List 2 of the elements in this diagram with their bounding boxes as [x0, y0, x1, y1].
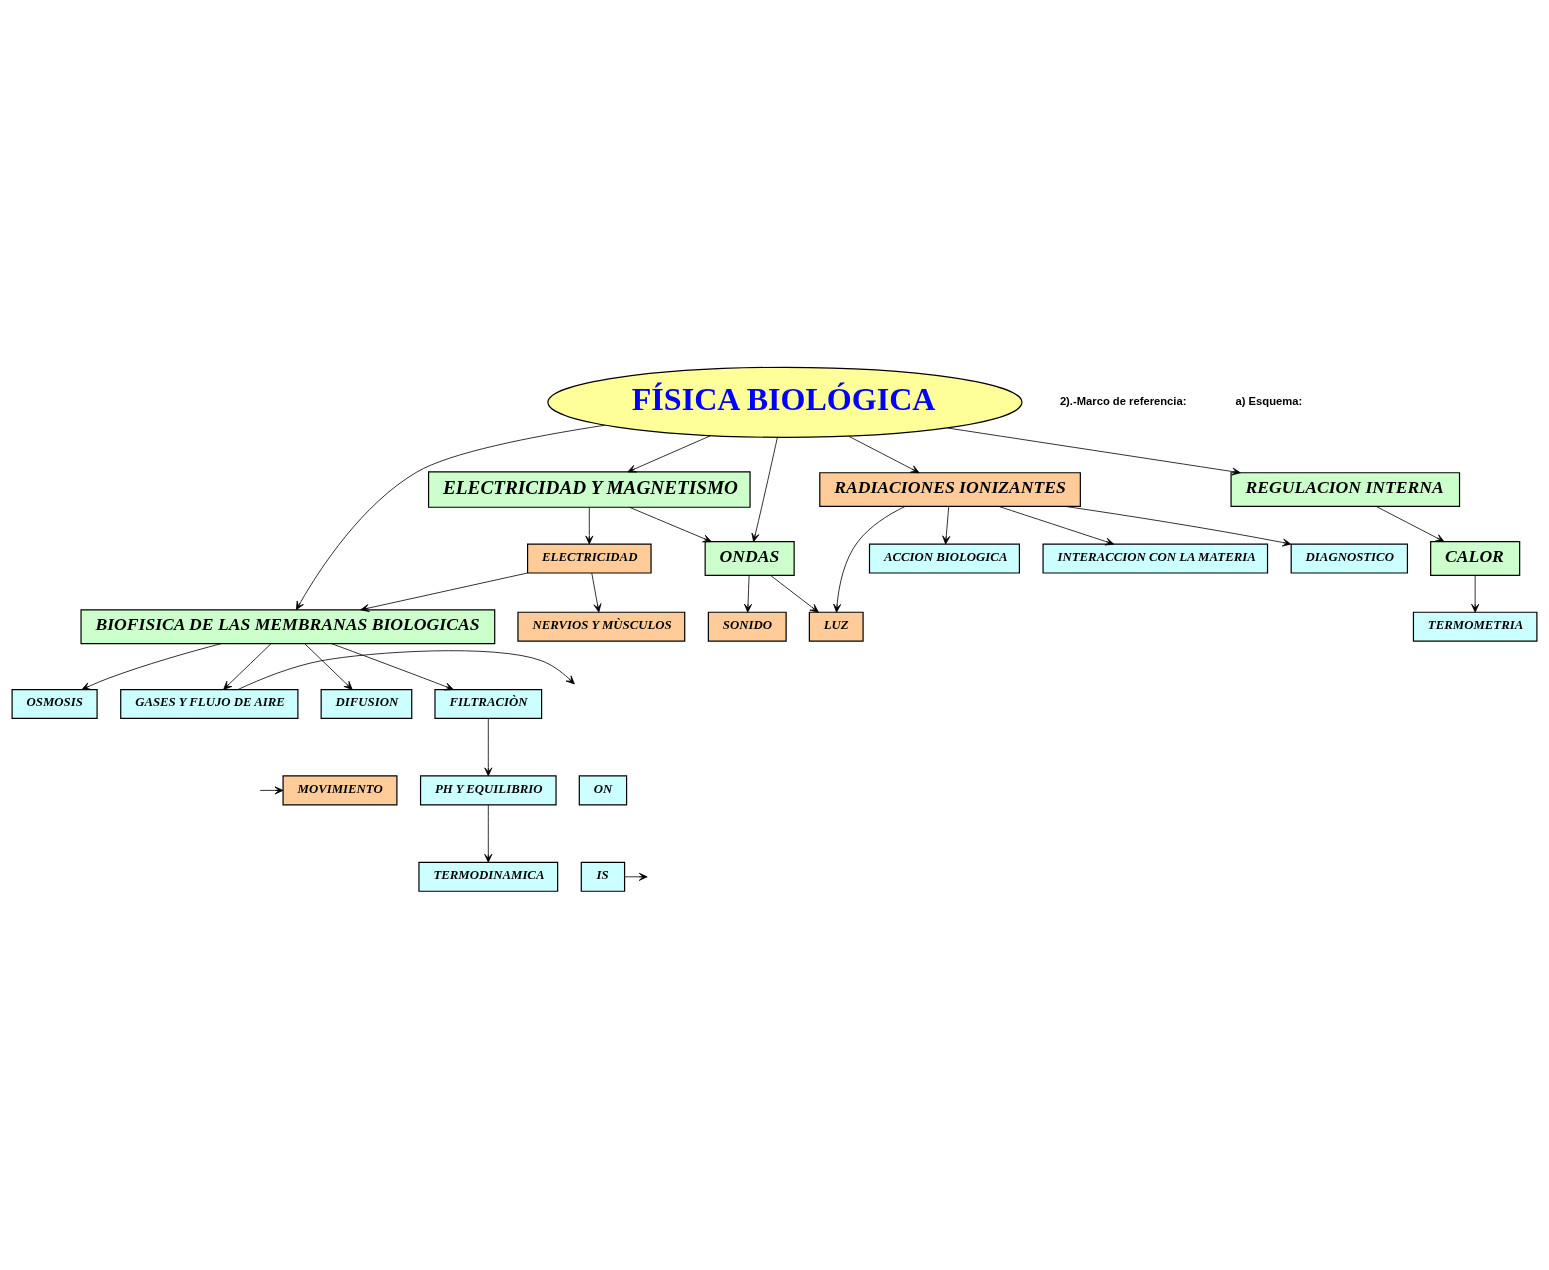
label: 2).-Marco de referencia:: [1059, 394, 1187, 407]
label: a) Esquema:: [1235, 394, 1303, 407]
